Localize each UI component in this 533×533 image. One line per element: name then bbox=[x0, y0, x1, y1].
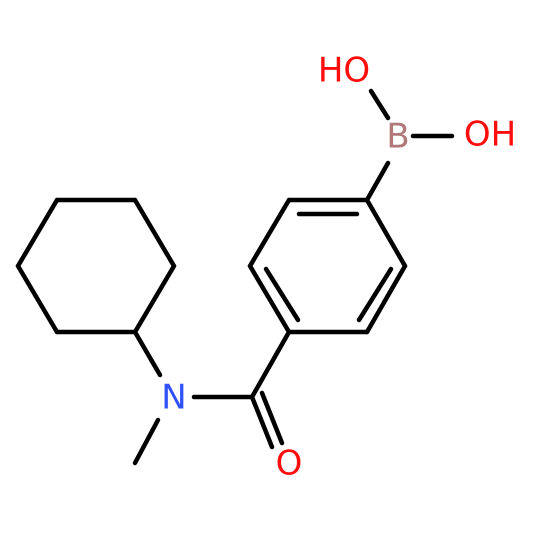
bond-benzene-inner-3 bbox=[356, 266, 394, 323]
bond-benzene-5 bbox=[247, 197, 292, 269]
bond-benzene-boron bbox=[364, 160, 391, 203]
carbonyl-oxygen-label: O bbox=[276, 444, 303, 484]
bond-carbonyl-benzene bbox=[249, 329, 292, 400]
boron-label: B bbox=[386, 117, 409, 157]
bond-benzene-2 bbox=[364, 263, 408, 335]
bond-cyclohexyl-nitrogen bbox=[132, 329, 163, 378]
atom-labels: B HO OH N O bbox=[161, 51, 516, 484]
bond-carbonyl-oxygen-a bbox=[249, 394, 275, 450]
hydroxyl-top-label: HO bbox=[318, 51, 370, 91]
bond-nitrogen-methyl bbox=[132, 417, 161, 466]
bonds bbox=[15, 88, 455, 466]
bond-carbonyl-oxygen-b bbox=[259, 390, 285, 446]
hydroxyl-right-label: OH bbox=[464, 115, 516, 155]
bond-cyclohexane-5 bbox=[15, 263, 60, 335]
bond-benzene-inner-2 bbox=[263, 266, 301, 323]
bond-cyclohexane-3 bbox=[132, 263, 177, 335]
bond-benzene-3 bbox=[364, 197, 408, 269]
bond-cyclohexane-6 bbox=[15, 197, 60, 269]
nitrogen-label: N bbox=[161, 378, 186, 418]
bond-benzene-6 bbox=[247, 263, 292, 335]
bond-boron-hydroxyl-top bbox=[368, 88, 391, 121]
bond-cyclohexane-2 bbox=[132, 197, 177, 269]
